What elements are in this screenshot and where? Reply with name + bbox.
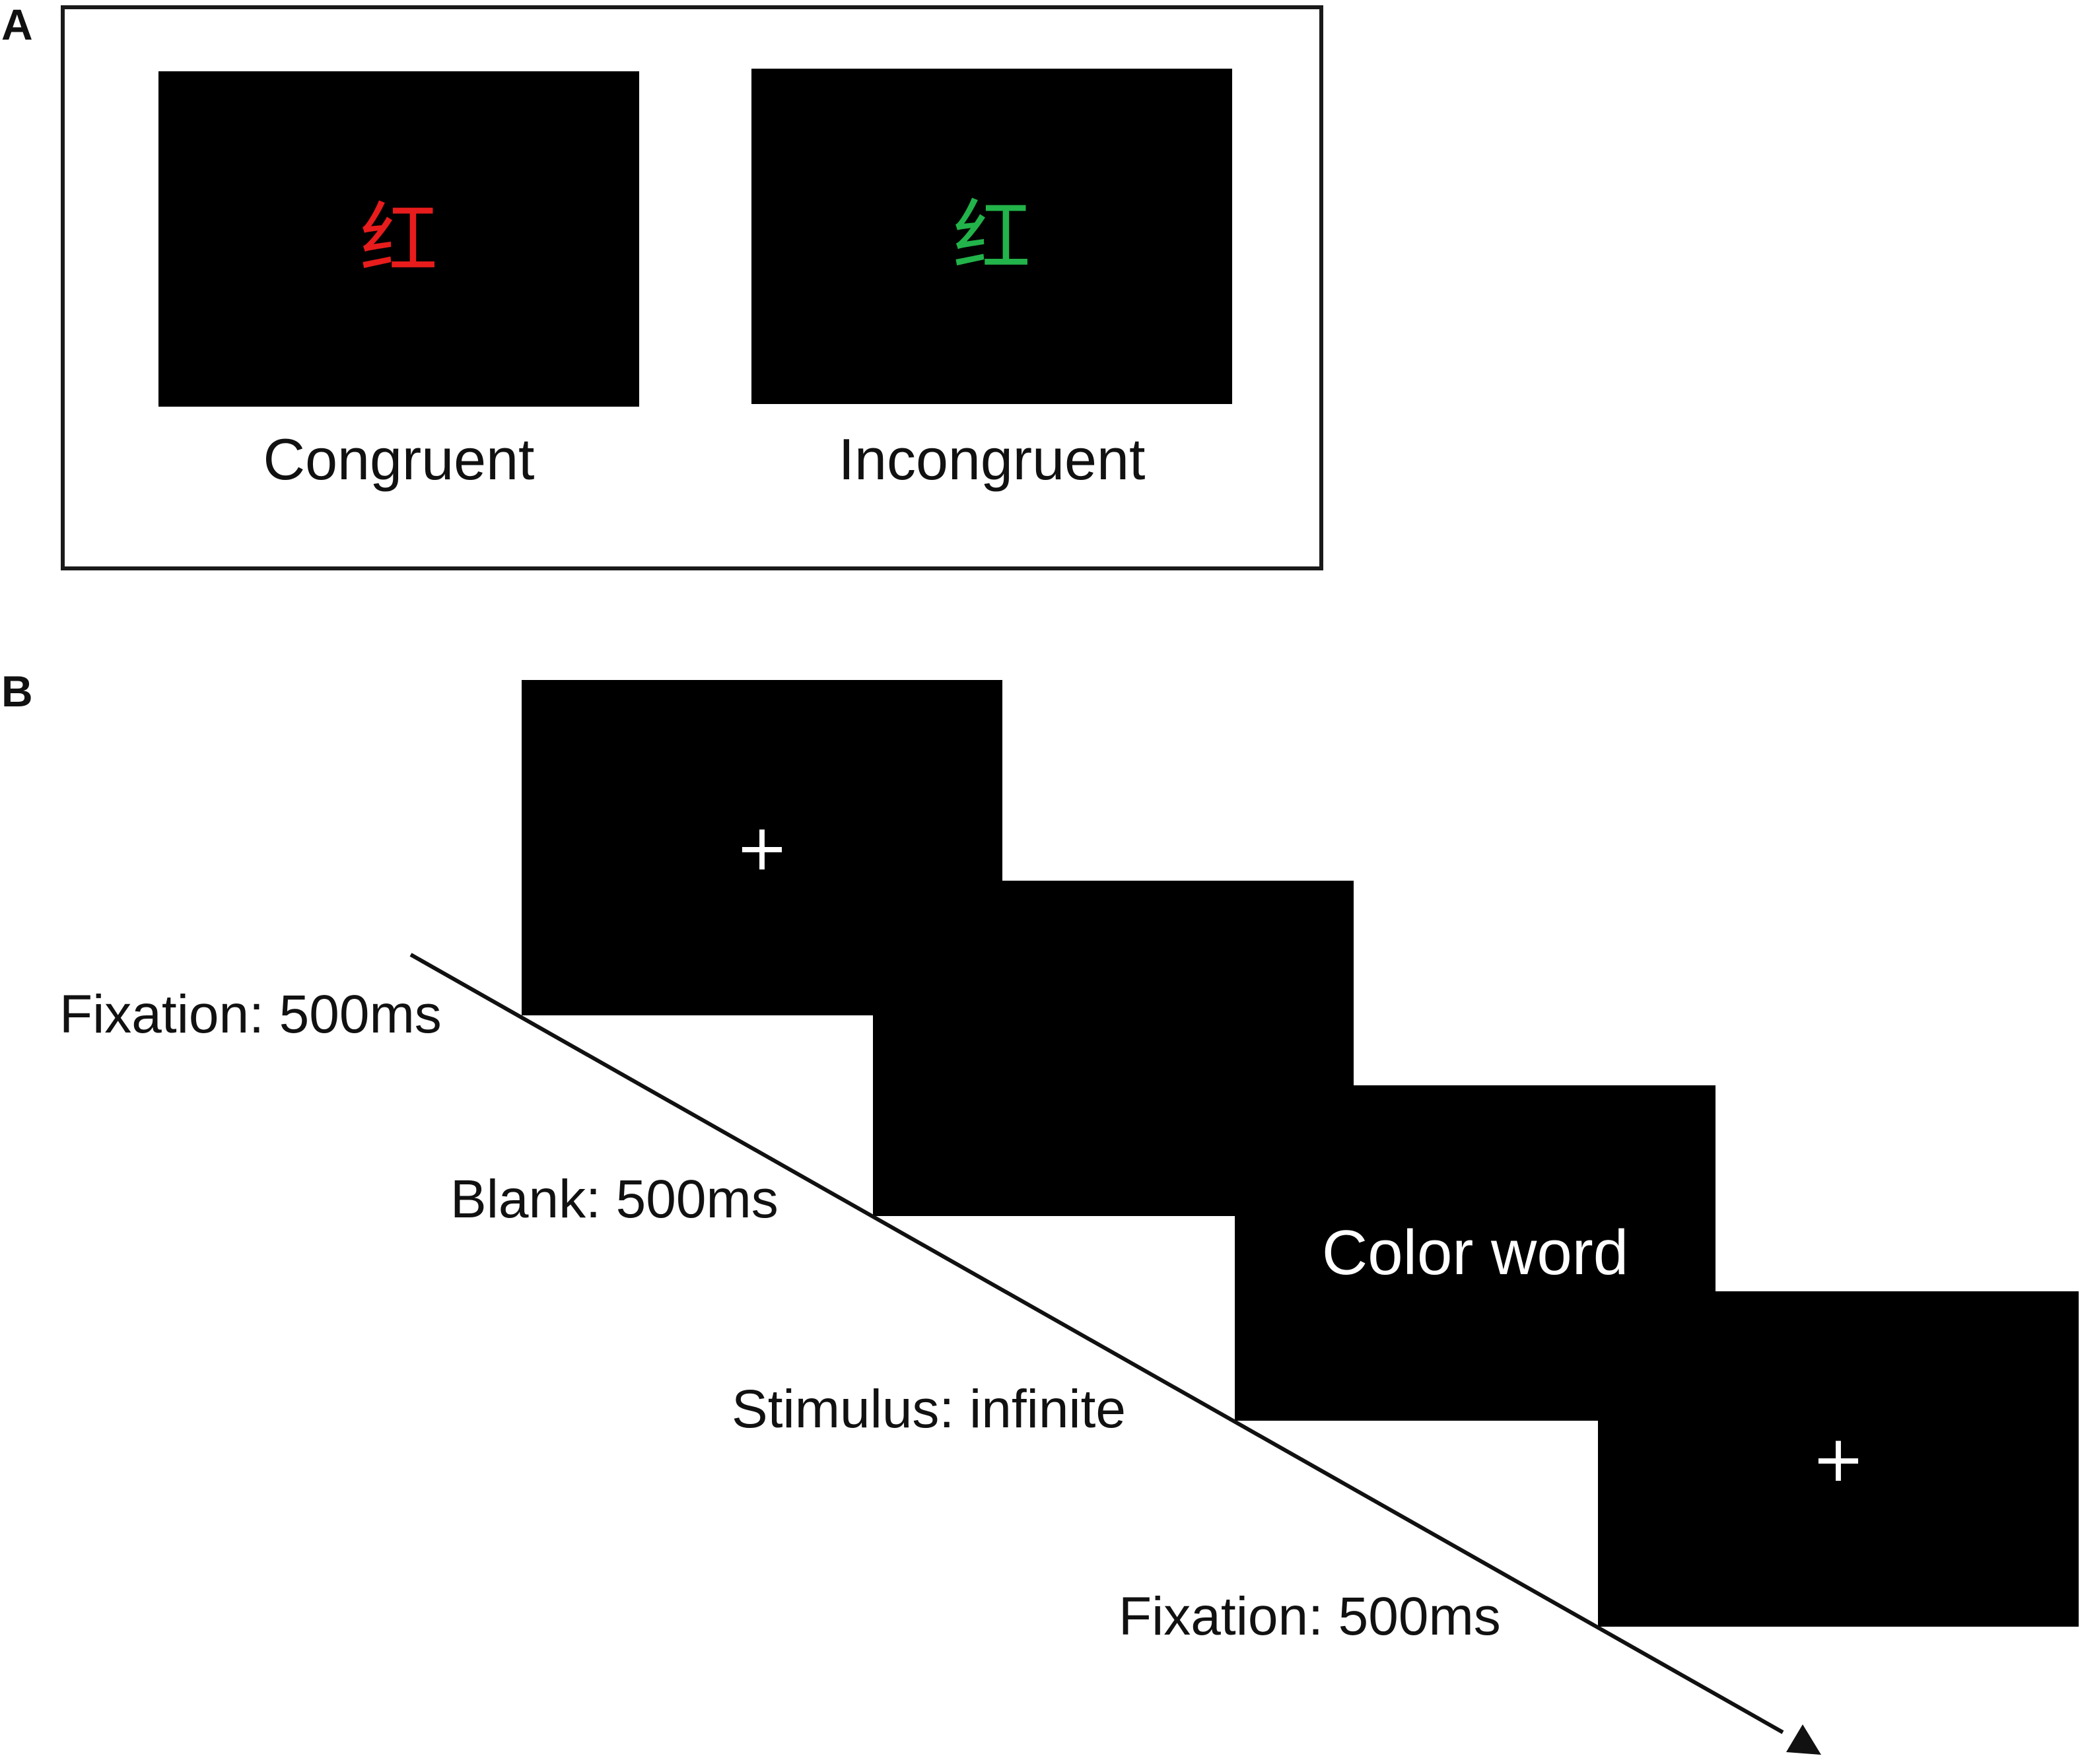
incongruent-character: 红 — [952, 191, 1031, 282]
step-label-fixation-1: Fixation: 500ms — [59, 984, 442, 1044]
step-label-blank: Blank: 500ms — [450, 1169, 779, 1229]
incongruent-label: Incongruent — [838, 426, 1146, 492]
fixation-screen-2: + — [1598, 1291, 2079, 1627]
step-label-stimulus: Stimulus: infinite — [732, 1379, 1127, 1439]
panel-b-letter: B — [1, 667, 33, 716]
fixation-cross-icon: + — [1811, 1422, 1865, 1496]
color-word-text: Color word — [1321, 1217, 1629, 1288]
step-label-fixation-2: Fixation: 500ms — [1119, 1586, 1501, 1646]
congruent-label: Congruent — [263, 426, 535, 492]
incongruent-screen: 红 — [751, 69, 1232, 404]
arrowhead-icon — [1786, 1724, 1821, 1755]
congruent-screen: 红 — [158, 71, 639, 407]
panel-a-letter: A — [1, 0, 33, 49]
timeline-line — [409, 953, 1784, 1734]
fixation-cross-icon: + — [735, 811, 789, 885]
congruent-character: 红 — [359, 193, 438, 285]
panel-a-frame — [61, 5, 1323, 570]
